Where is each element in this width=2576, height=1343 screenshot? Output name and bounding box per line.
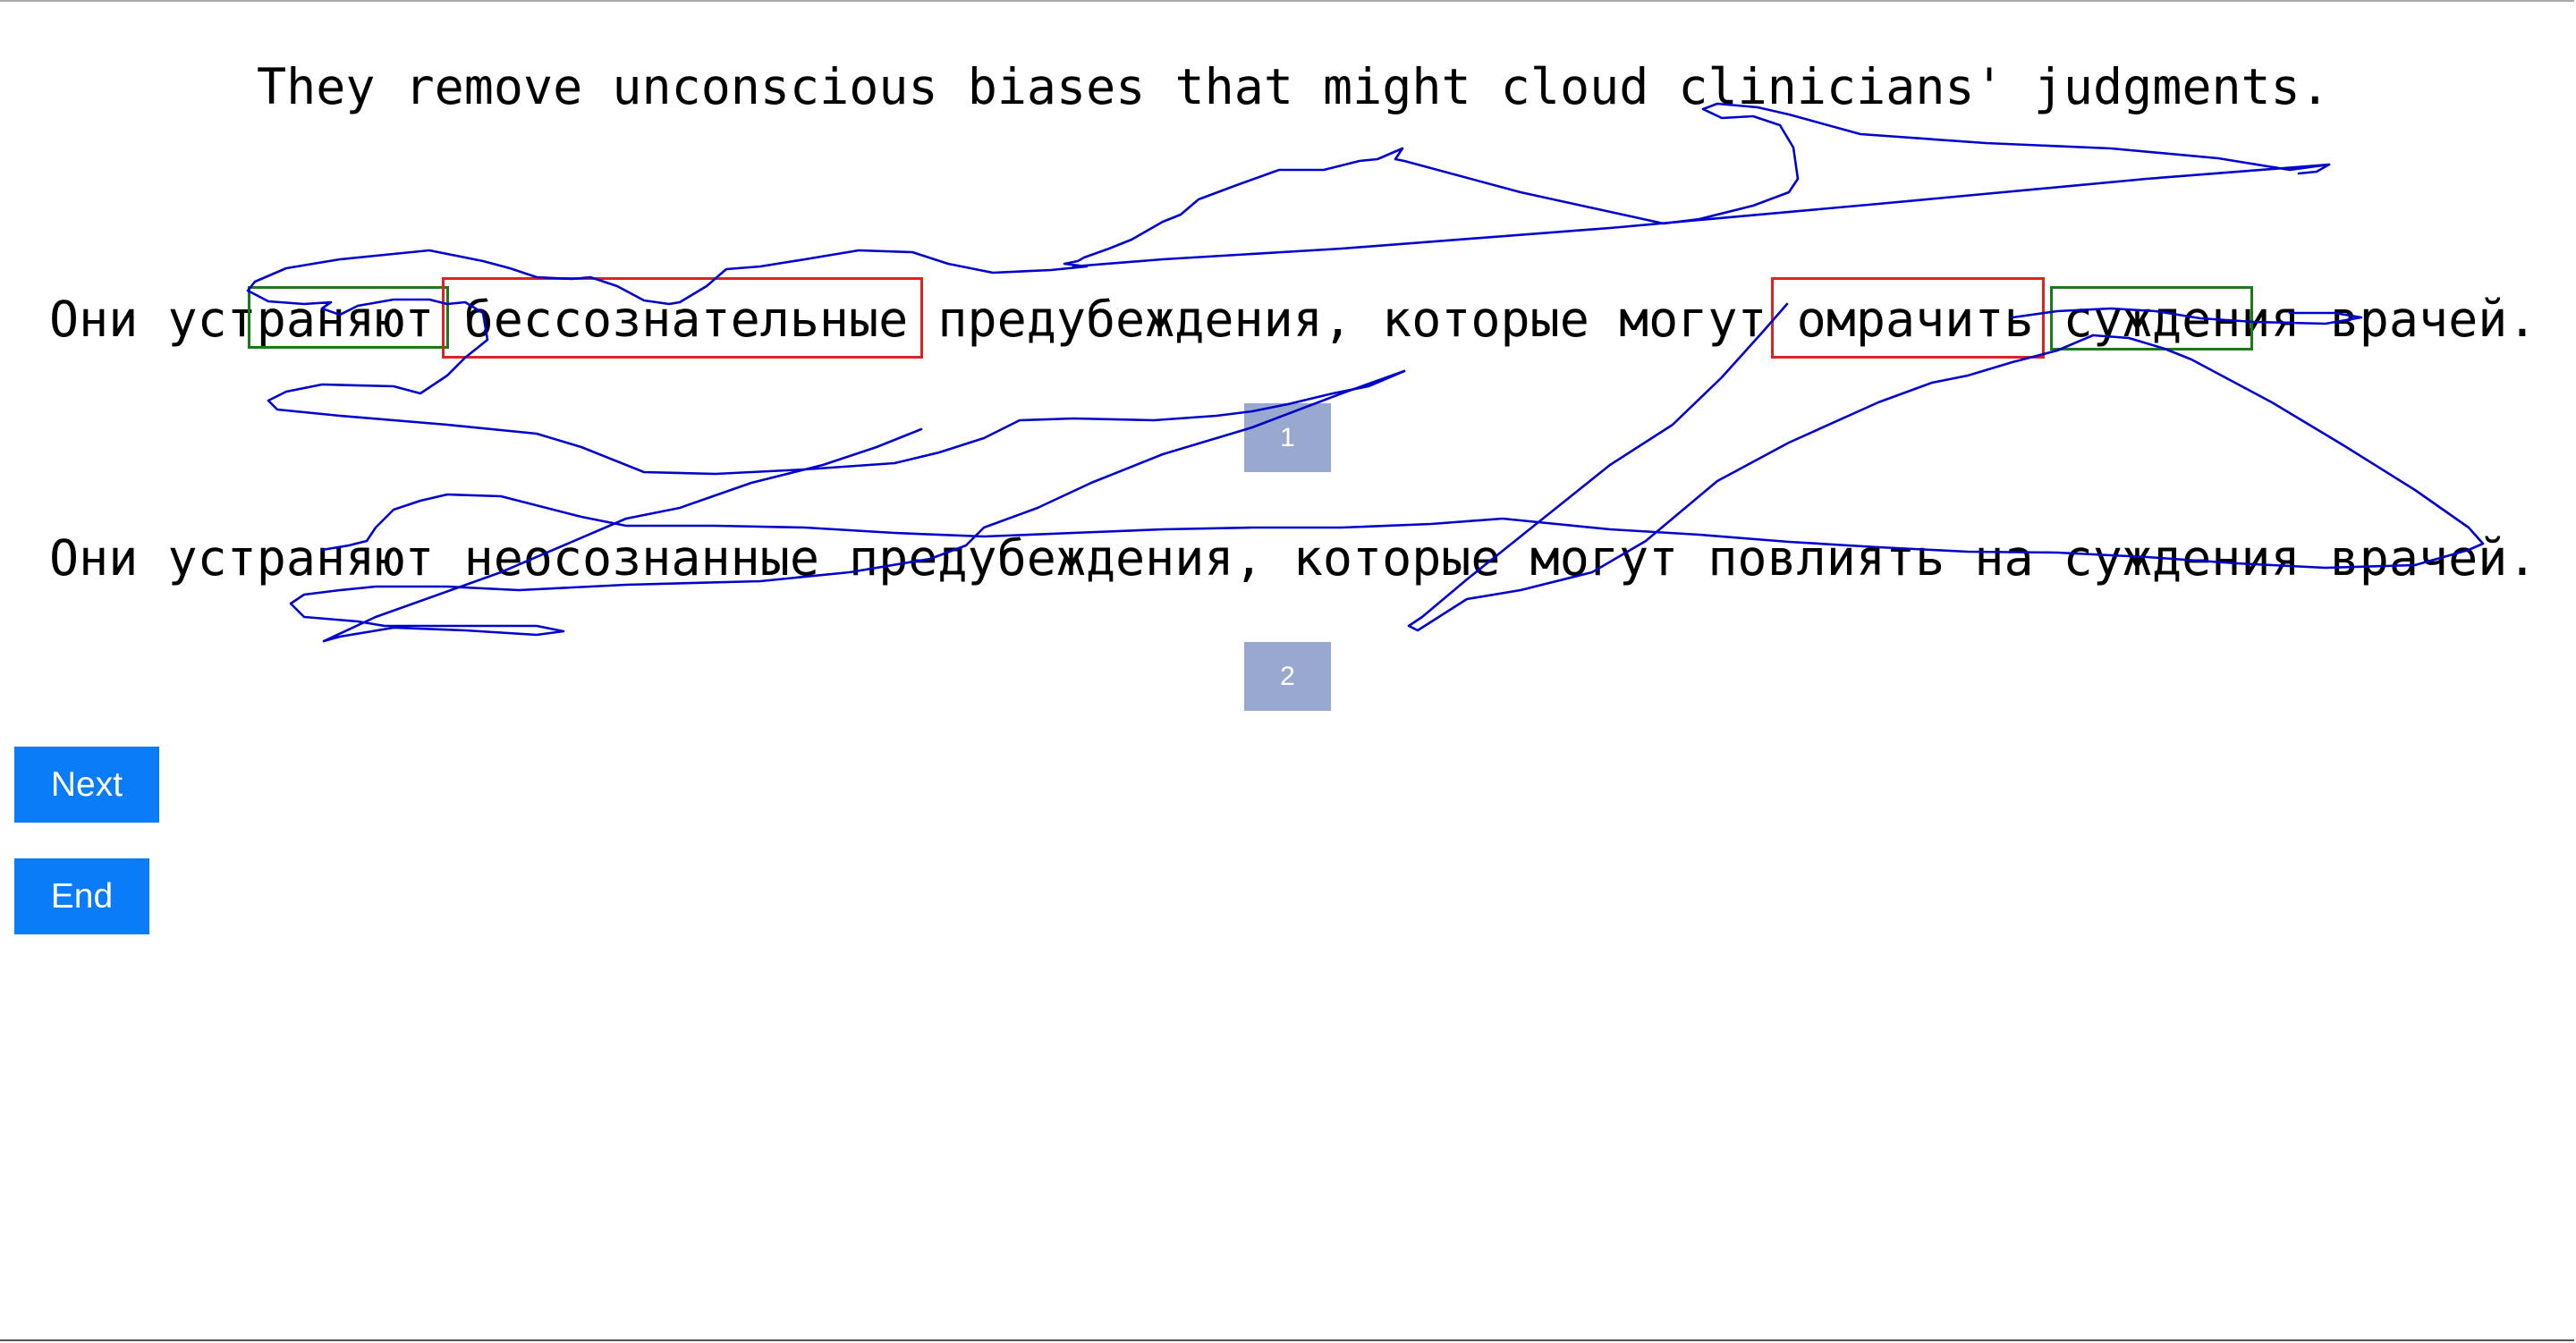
source-sentence: They remove unconscious biases that migh…: [257, 58, 2330, 115]
translation-2-badge[interactable]: 2: [1244, 642, 1331, 711]
highlight-box-red-2: [1771, 277, 2045, 359]
highlight-box-green-2: [2050, 286, 2253, 351]
next-button[interactable]: Next: [14, 747, 159, 823]
translation-1-badge[interactable]: 1: [1244, 403, 1331, 472]
highlight-box-red-1: [442, 277, 923, 359]
end-button[interactable]: End: [14, 858, 149, 934]
highlight-box-green-1: [248, 286, 449, 349]
translation-2: Они устраняют неосознанные предубеждения…: [49, 529, 2538, 587]
